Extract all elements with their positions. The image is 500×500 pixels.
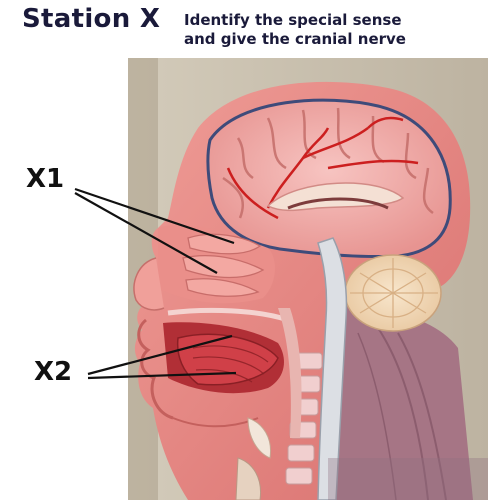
instruction-line-2: and give the cranial nerve [184,30,406,48]
sagittal-head-model-photo [128,58,488,500]
instruction-line-1: Identify the special sense [184,11,402,29]
label-x1: X1 [26,164,65,194]
label-x2: X2 [34,357,73,387]
station-title: Station X [22,4,161,34]
instruction-text: Identify the special sense and give the … [184,11,484,49]
